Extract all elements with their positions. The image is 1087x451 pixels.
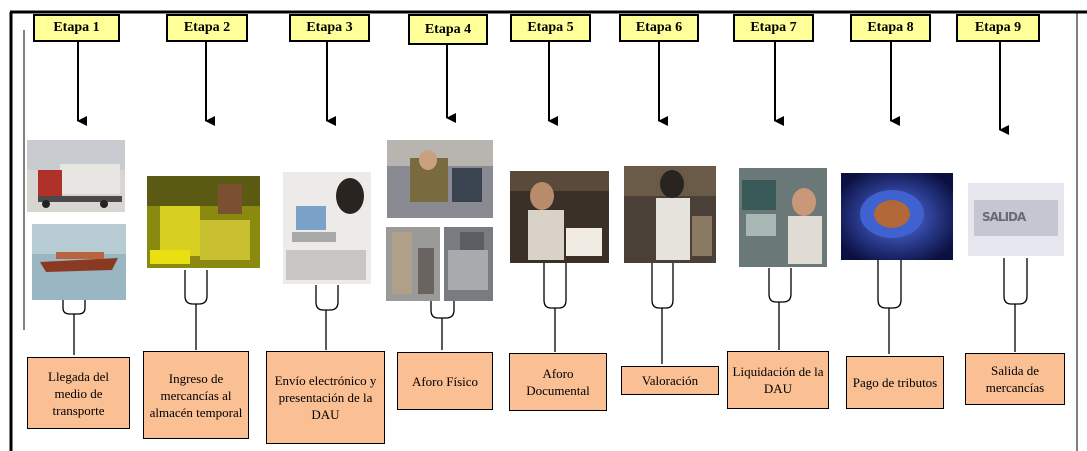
- payment-photo: [841, 173, 953, 260]
- truck-photo: [27, 140, 125, 212]
- stage-tag-5: Etapa 5: [510, 14, 591, 42]
- stage-tag-4: Etapa 4: [408, 14, 488, 45]
- liquidation-photo: [739, 168, 827, 267]
- brace-2: [184, 270, 208, 350]
- brace-3: [315, 285, 339, 350]
- stage-tag-3: Etapa 3: [289, 14, 370, 42]
- document-review-photo: [510, 171, 609, 263]
- stage-tag-2: Etapa 2: [166, 14, 248, 42]
- brace-5: [543, 262, 567, 352]
- exit-sign-photo: [968, 183, 1064, 256]
- stage-tag-1: Etapa 1: [33, 14, 120, 42]
- brace-4: [430, 300, 455, 350]
- stage-label-2: Ingreso de mercancías al almacén tempora…: [143, 351, 249, 439]
- inspection-photo-bottom-right: [444, 227, 493, 301]
- stage-label-7: Liquidación de la DAU: [727, 351, 829, 409]
- brace-6: [651, 262, 674, 364]
- inspection-photo-bottom-left: [386, 227, 440, 301]
- stage-tag-6: Etapa 6: [619, 14, 699, 42]
- valuation-photo: [624, 166, 716, 263]
- brace-1: [62, 300, 86, 355]
- exit-sign-text: SALIDA: [982, 210, 1026, 224]
- stage-label-8: Pago de tributos: [846, 356, 944, 409]
- stage-label-3: Envío electrónico y presentación de la D…: [266, 351, 385, 444]
- stage-tag-9: Etapa 9: [956, 14, 1040, 42]
- brace-9: [1003, 258, 1028, 352]
- stage-label-1: Llegada del medio de transporte: [27, 357, 130, 429]
- stage-tag-7: Etapa 7: [733, 14, 814, 42]
- stage-label-5: Aforo Documental: [509, 353, 607, 411]
- stage-label-4: Aforo Físico: [397, 352, 493, 410]
- braces: [62, 258, 1028, 364]
- brace-8: [877, 260, 902, 354]
- photos: [27, 140, 1064, 301]
- brace-7: [768, 268, 792, 350]
- inspection-photo-top: [387, 140, 493, 218]
- computer-photo: [283, 172, 371, 284]
- stage-label-9: Salida de mercancías: [965, 353, 1065, 405]
- stage-tag-8: Etapa 8: [850, 14, 931, 42]
- arrows: [77, 42, 1009, 135]
- stage-label-6: Valoración: [621, 366, 719, 395]
- ship-photo: [32, 224, 126, 300]
- warehouse-photo: [147, 176, 260, 268]
